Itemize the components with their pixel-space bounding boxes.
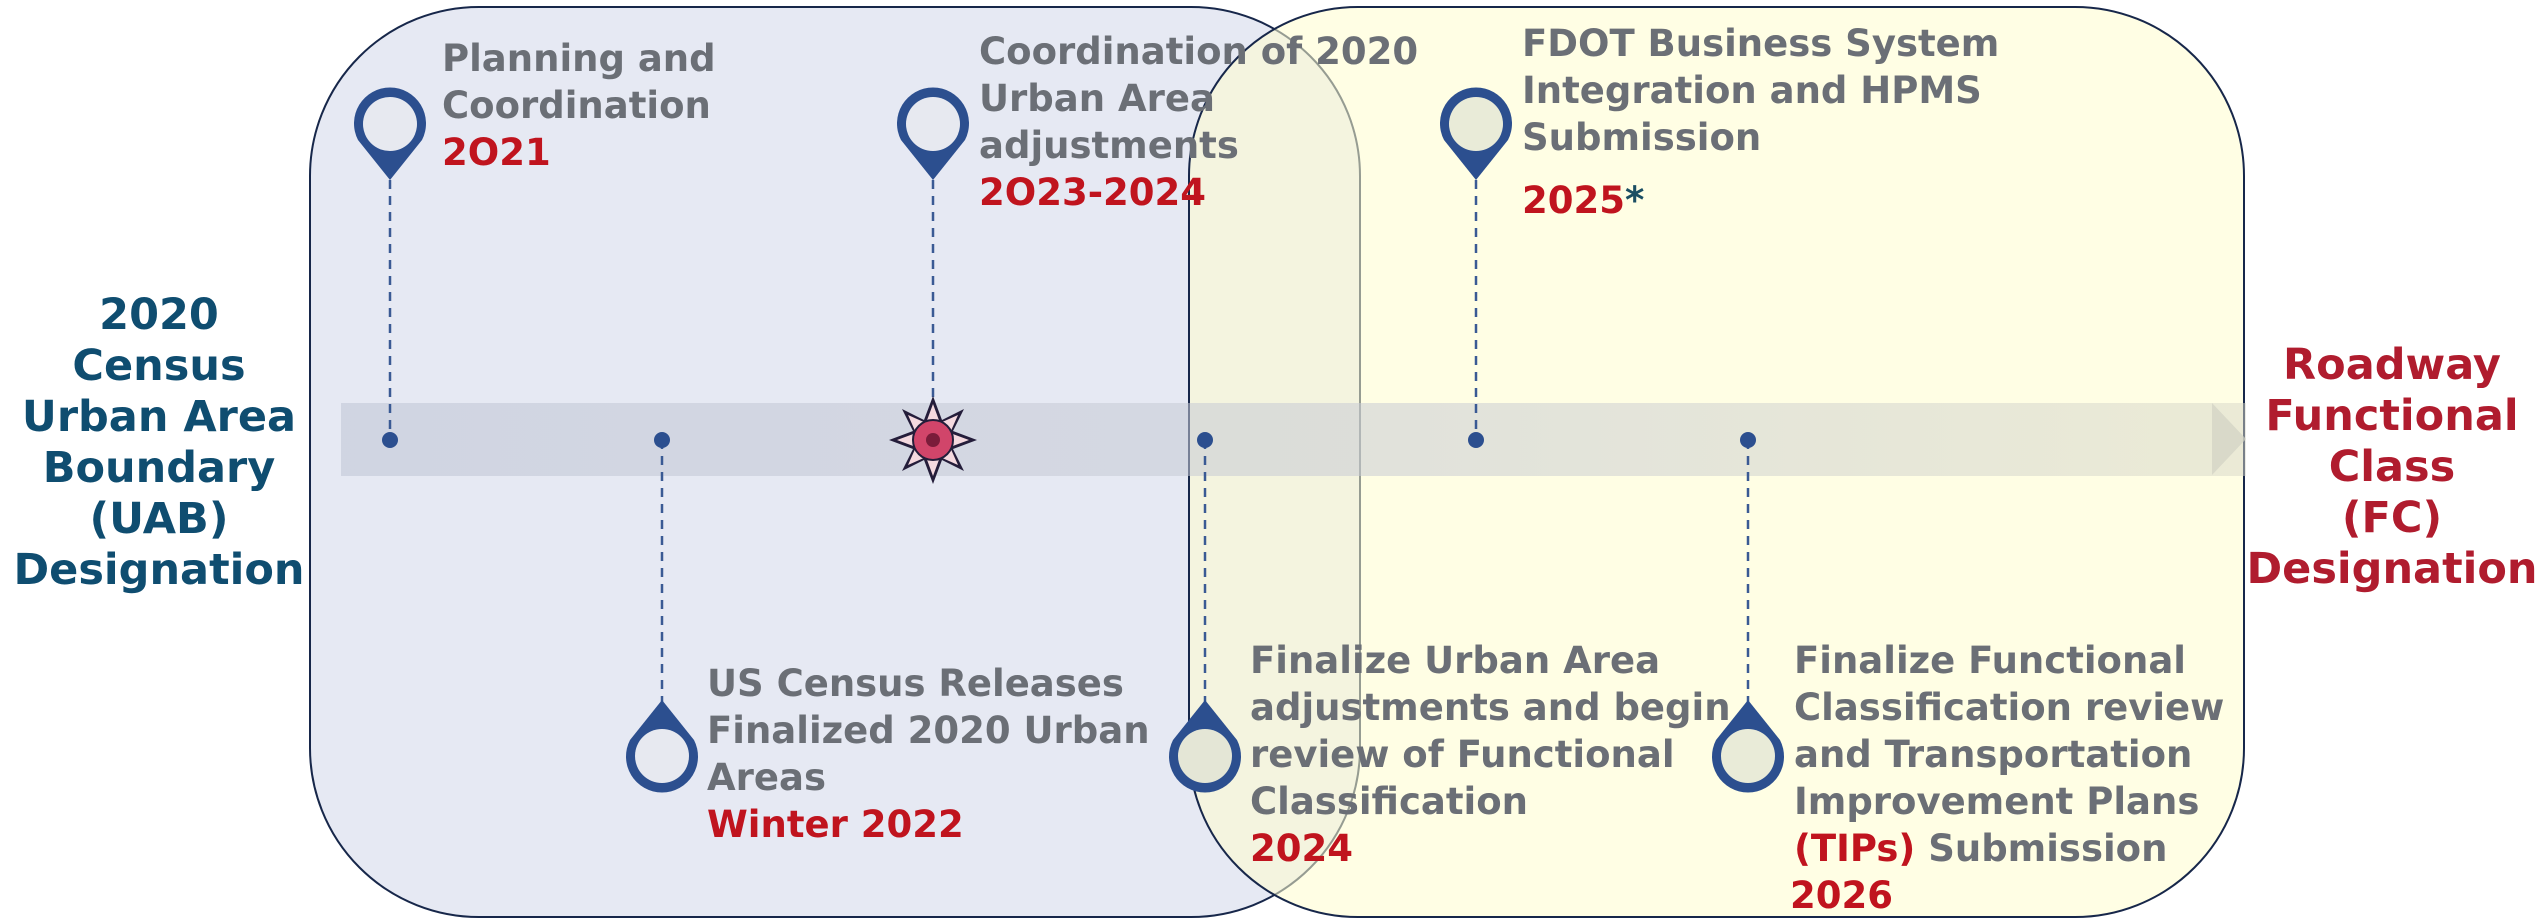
map-pin-icon [354,87,427,180]
uab-designation-title: 2020 Census Urban Area Boundary (UAB) De… [0,290,318,596]
left-title-line: Census [72,341,246,391]
timeline-dot [654,432,670,448]
milestone-date: 2026 [1790,874,1893,917]
milestone-text: FDOT Business System [1522,22,2000,65]
milestone-date: 2025 [1522,179,1625,222]
left-title-line: 2020 [99,290,219,340]
right-title-line: Functional [2265,391,2519,441]
milestone-text: Urban Area [979,77,1215,120]
milestone-text: review of Functional [1250,733,1675,776]
milestone-text: adjustments [979,124,1239,167]
left-title-line: Boundary [42,443,276,493]
milestone-text: Finalize Urban Area [1250,639,1661,682]
milestone-fdot-integration: FDOT Business System Integration and HPM… [1522,20,1999,224]
milestone-text: Classification [1250,780,1528,823]
milestone-text-row: (TIPs) Submission [1794,825,2224,872]
milestone-text: Areas [707,756,826,799]
milestone-coordination-2020: Coordination of 2020 Urban Area adjustme… [979,28,1418,216]
milestone-text: Improvement Plans [1794,780,2200,823]
milestone-finalize-urban-area: Finalize Urban Area adjustments and begi… [1250,637,1731,872]
map-pin-icon [1169,700,1241,793]
milestone-text: Finalize Functional [1794,639,2186,682]
milestone-text: Coordination of 2020 [979,30,1419,73]
milestone-date: 2O23-2024 [979,171,1207,214]
timeline-dot [1740,432,1756,448]
map-pin-icon [626,700,698,793]
milestone-date: 2O21 [442,131,551,174]
right-title-line: (FC) [2341,493,2443,543]
milestone-text: Planning and [442,37,716,80]
milestone-text: Coordination [442,84,711,127]
milestone-text: Integration and HPMS [1522,69,1982,112]
timeline-dot [382,432,398,448]
sun-burst-icon [889,396,977,484]
right-title-line: Designation [2246,544,2538,594]
right-title-line: Class [2328,442,2456,492]
right-title-line: Roadway [2283,340,2501,390]
milestone-planning: Planning and Coordination 2O21 [442,35,716,176]
footnote-marker: * [1624,179,1645,222]
left-title-line: (UAB) [89,494,229,544]
milestone-text: and Transportation [1794,733,2193,776]
map-pin-icon [1712,700,1785,793]
timeline-dot [1197,432,1213,448]
milestone-text: Submission [1915,827,2168,870]
fc-designation-title: Roadway Functional Class (FC) Designatio… [2240,340,2544,595]
map-pin-icon [897,87,970,180]
milestone-date: Winter 2022 [707,803,964,846]
left-title-line: Designation [13,545,305,595]
milestone-finalize-fc-tips: Finalize Functional Classification revie… [1790,637,2225,919]
map-pin-icon [1440,87,1512,180]
timeline-dot [1468,432,1484,448]
milestone-text: US Census Releases [707,662,1124,705]
timeline-arrow-head [2212,403,2246,475]
tips-acronym: (TIPs) [1794,827,1916,870]
milestone-text: adjustments and begin [1250,686,1731,729]
milestone-text: Submission [1522,116,1762,159]
milestone-date-row: 2025* [1522,177,1999,224]
milestone-text: Classification review [1794,686,2225,729]
left-title-line: Urban Area [21,392,297,442]
milestone-census-release: US Census Releases Finalized 2020 Urban … [707,660,1150,848]
milestone-text: Finalized 2020 Urban [707,709,1150,752]
milestone-date: 2024 [1250,827,1353,870]
